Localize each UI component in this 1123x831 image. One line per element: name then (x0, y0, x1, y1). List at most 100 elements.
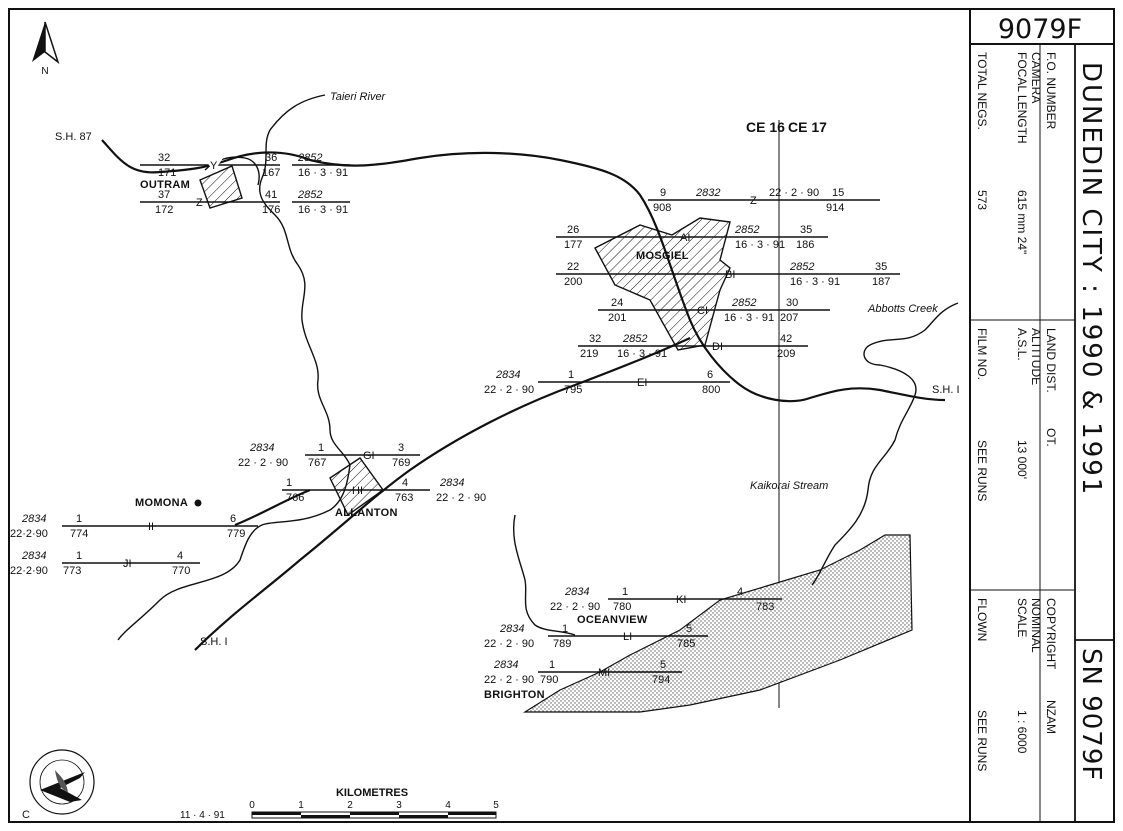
kaikorai-stream (512, 514, 576, 636)
copyright-label: COPYRIGHT (1044, 598, 1058, 670)
svg-text:1: 1 (549, 659, 555, 671)
svg-text:22 · 2 · 90: 22 · 2 · 90 (769, 187, 819, 199)
svg-text:KI: KI (676, 594, 686, 606)
svg-text:773: 773 (63, 565, 81, 577)
svg-text:3: 3 (396, 800, 402, 811)
svg-text:172: 172 (155, 204, 173, 216)
run-mi: 2834 22 · 2 · 90 1 790 MI 5 794 (484, 659, 682, 686)
svg-text:22 · 2 · 90: 22 · 2 · 90 (238, 457, 288, 469)
grid-label-ce16: CE 16 (746, 119, 785, 135)
run-li: 2834 22 · 2 · 90 1 789 LI 5 785 (484, 623, 708, 650)
svg-text:22 · 2 · 90: 22 · 2 · 90 (436, 492, 486, 504)
camera-label: CAMERA (1029, 52, 1043, 103)
svg-text:779: 779 (227, 528, 245, 540)
label-kaikorai-stream: Kaikorai Stream (750, 480, 828, 492)
svg-text:0: 0 (249, 800, 255, 811)
label-abbotts-creek: Abbotts Creek (867, 303, 938, 315)
svg-text:HI: HI (352, 485, 363, 497)
svg-text:37: 37 (158, 189, 170, 201)
svg-text:5: 5 (660, 659, 666, 671)
svg-text:36: 36 (265, 152, 277, 164)
svg-text:908: 908 (653, 202, 671, 214)
run-ki: 2834 22 · 2 · 90 1 780 KI 4 783 (550, 586, 782, 613)
svg-text:6: 6 (230, 513, 236, 525)
corner-letter: C (22, 809, 30, 821)
svg-text:783: 783 (756, 601, 774, 613)
svg-text:766: 766 (286, 492, 304, 504)
svg-text:171: 171 (158, 167, 176, 179)
svg-text:795: 795 (564, 384, 582, 396)
svg-text:785: 785 (677, 638, 695, 650)
svg-text:2834: 2834 (493, 659, 518, 671)
svg-text:774: 774 (70, 528, 88, 540)
altitude-label: ALTITUDE (1029, 328, 1043, 385)
total-negs-value: 573 (975, 190, 989, 210)
svg-text:4: 4 (402, 477, 408, 489)
run-bi: 22 200 BI 2852 16 · 3 · 91 35 187 (556, 261, 900, 288)
svg-text:22·2·90: 22·2·90 (10, 565, 48, 577)
svg-text:16 · 3 · 91: 16 · 3 · 91 (617, 348, 667, 360)
svg-text:1: 1 (562, 623, 568, 635)
run-di: 32 219 2852 16 · 3 · 91 DI 42 209 (578, 333, 808, 360)
svg-text:770: 770 (172, 565, 190, 577)
focal-length-value: 615 mm 24" (1015, 190, 1029, 254)
map-title: DUNEDIN CITY : 1990 & 1991 (1076, 62, 1106, 496)
svg-text:4: 4 (445, 800, 451, 811)
run-z-west: 37 172 Z 41 176 2852 16 · 3 · 91 (140, 189, 350, 216)
run-ci: 24 201 CI 2852 16 · 3 · 91 30 207 (598, 297, 830, 324)
svg-text:2852: 2852 (731, 297, 756, 309)
focal-length-label: FOCAL LENGTH (1015, 52, 1029, 144)
run-y: 32 171 Y Y 36 167 2852 16 · 3 · 91 (140, 152, 350, 179)
label-sh1-east: S.H. I (932, 384, 960, 396)
nz-aerial-mapping-logo-icon (29, 749, 95, 815)
svg-text:JI: JI (123, 558, 132, 570)
svg-text:790: 790 (540, 674, 558, 686)
svg-text:767: 767 (308, 457, 326, 469)
svg-text:2852: 2852 (734, 224, 759, 236)
svg-text:1: 1 (318, 442, 324, 454)
svg-text:GI: GI (363, 450, 375, 462)
svg-text:219: 219 (580, 348, 598, 360)
svg-text:24: 24 (611, 297, 623, 309)
place-oceanview: OCEANVIEW (577, 614, 648, 626)
svg-text:26: 26 (567, 224, 579, 236)
momona-point-icon (194, 499, 202, 507)
label-taieri-river: Taieri River (330, 91, 387, 103)
svg-text:2834: 2834 (564, 586, 589, 598)
svg-text:5: 5 (493, 800, 499, 811)
svg-text:2852: 2852 (789, 261, 814, 273)
svg-text:9: 9 (660, 187, 666, 199)
copyright-value: NZAM (1044, 700, 1058, 734)
map-frame (8, 8, 1115, 823)
scale-bar: KILOMETRES 0 1 2 3 4 5 11 · 4 · 91 (180, 787, 499, 821)
svg-text:22 · 2 · 90: 22 · 2 · 90 (550, 601, 600, 613)
svg-text:794: 794 (652, 674, 670, 686)
svg-text:16 · 3 · 91: 16 · 3 · 91 (298, 204, 348, 216)
svg-text:6: 6 (707, 369, 713, 381)
svg-text:2834: 2834 (21, 513, 46, 525)
svg-text:176: 176 (262, 204, 280, 216)
svg-text:DI: DI (712, 341, 723, 353)
svg-text:1: 1 (286, 477, 292, 489)
svg-text:2852: 2852 (297, 152, 322, 164)
svg-text:MI: MI (598, 667, 610, 679)
svg-text:2834: 2834 (495, 369, 520, 381)
svg-text:AI: AI (680, 232, 690, 244)
svg-text:CI: CI (697, 305, 708, 317)
svg-text:201: 201 (608, 312, 626, 324)
svg-text:Z: Z (750, 195, 757, 207)
film-no-label: FILM NO. (975, 328, 989, 380)
run-ai: 26 177 AI 2852 16 · 3 · 91 35 186 (556, 224, 828, 251)
road-sh87-sh1 (101, 139, 946, 403)
land-dist-label: LAND DIST. (1044, 328, 1058, 393)
svg-text:22 · 2 · 90: 22 · 2 · 90 (484, 674, 534, 686)
svg-text:35: 35 (800, 224, 812, 236)
svg-text:200: 200 (564, 276, 582, 288)
altitude-value: 13 000' (1015, 440, 1029, 479)
svg-text:4: 4 (177, 550, 183, 562)
svg-text:2834: 2834 (499, 623, 524, 635)
land-dist-value: OT. (1044, 428, 1058, 447)
svg-text:914: 914 (826, 202, 844, 214)
svg-text:32: 32 (589, 333, 601, 345)
